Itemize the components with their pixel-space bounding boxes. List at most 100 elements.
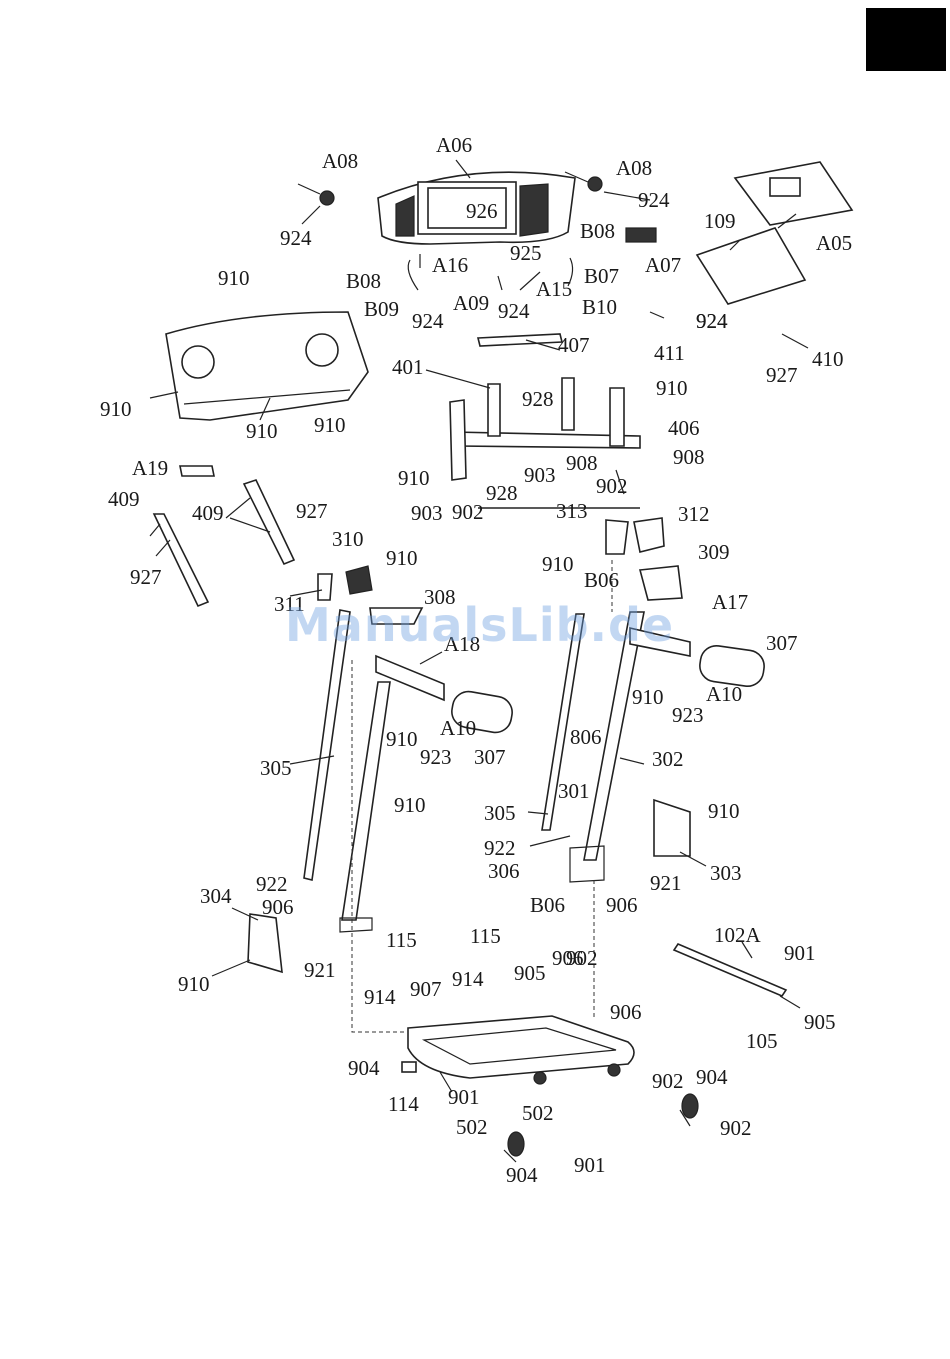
speaker-right (564, 171, 603, 192)
part-number-label: 806 (570, 725, 602, 749)
part-number-label: 910 (708, 799, 740, 823)
part-number-label: A18 (444, 632, 480, 656)
part-number-label: A08 (616, 156, 652, 180)
part-number-label: 902 (596, 474, 628, 498)
part-number-label: B06 (584, 568, 619, 592)
part-number-label: 924 (498, 299, 530, 323)
part-number-label: 102A (714, 923, 762, 947)
wheel-right (681, 1093, 699, 1119)
part-number-label: A08 (322, 149, 358, 173)
part-number-label: 114 (388, 1092, 419, 1116)
part-number-label: 923 (672, 703, 704, 727)
part-number-label: 902 (720, 1116, 752, 1140)
part-number-label: 309 (698, 540, 730, 564)
part-number-label: 910 (542, 552, 574, 576)
part-number-label: 914 (452, 967, 484, 991)
part-number-label: 906 (552, 946, 584, 970)
part-number-label: A19 (132, 456, 168, 480)
part-number-label: 906 (606, 893, 638, 917)
part-number-label: 905 (514, 961, 546, 985)
part-number-label: A17 (712, 590, 748, 614)
part-number-label: 927 (130, 565, 162, 589)
part-number-label: 914 (364, 985, 396, 1009)
part-number-label: 904 (696, 1065, 728, 1089)
part-number-label: 306 (488, 859, 520, 883)
part-number-label: A09 (453, 291, 489, 315)
part-number-label: 310 (332, 527, 364, 551)
part-number-label: 908 (673, 445, 705, 469)
part-number-label: 928 (486, 481, 518, 505)
part-number-label: 910 (178, 972, 210, 996)
part-number-label: 924 (696, 309, 728, 333)
handlebar-cover (165, 311, 369, 421)
part-number-label: 910 (100, 397, 132, 421)
part-number-label: 921 (650, 871, 682, 895)
part-number-label: B07 (584, 264, 619, 288)
part-number-label: 910 (314, 413, 346, 437)
part-number-label: 924 (696, 309, 728, 333)
part-number-label: B08 (346, 269, 381, 293)
part-number-label: 901 (574, 1153, 606, 1177)
console-housing (377, 171, 576, 291)
part-number-label: 928 (522, 387, 554, 411)
part-number-label: 927 (766, 363, 798, 387)
part-number-label: 409 (192, 501, 224, 525)
part-number-label: 308 (424, 585, 456, 609)
console-board (695, 227, 807, 305)
part-number-label: 901 (784, 941, 816, 965)
console-bracket (476, 333, 564, 347)
part-number-label: A06 (436, 133, 472, 157)
part-number-label: 502 (456, 1115, 488, 1139)
part-number-label: 922 (256, 872, 288, 896)
callout-leaders (149, 159, 809, 1163)
part-number-label: 410 (812, 347, 844, 371)
part-number-label: 906 (262, 895, 294, 919)
part-number-label: 311 (274, 592, 305, 616)
part-number-label: 302 (652, 747, 684, 771)
part-number-label: 903 (524, 463, 556, 487)
rear-axle (672, 943, 788, 997)
safety-key (625, 227, 657, 243)
part-number-label: 903 (411, 501, 443, 525)
part-number-label: 313 (556, 499, 588, 523)
part-number-label: 303 (710, 861, 742, 885)
part-number-label: 904 (506, 1163, 538, 1187)
right-upright (541, 517, 765, 883)
hand-pulse-grips (152, 465, 296, 608)
part-number-label: 910 (218, 266, 250, 290)
part-number-label: B09 (364, 297, 399, 321)
part-number-label: 409 (108, 487, 140, 511)
part-number-label: 502 (522, 1101, 554, 1125)
part-number-label: 925 (510, 241, 542, 265)
part-number-label: 406 (668, 416, 700, 440)
part-number-label: 910 (246, 419, 278, 443)
part-number-label: 305 (484, 801, 516, 825)
part-number-label: B06 (530, 893, 565, 917)
part-number-label: 304 (200, 884, 232, 908)
part-number-label: 927 (296, 499, 328, 523)
part-number-label: 901 (448, 1085, 480, 1109)
part-number-label: 926 (466, 199, 498, 223)
part-number-label: 908 (566, 451, 598, 475)
base-frame (407, 1015, 635, 1085)
section-tab-marker (866, 8, 946, 71)
part-number-label: A15 (536, 277, 572, 301)
assembly-guide-lines (351, 560, 613, 1033)
part-number-label: A10 (706, 682, 742, 706)
part-number-label: 910 (386, 546, 418, 570)
part-number-label: 905 (804, 1010, 836, 1034)
part-number-label: 922 (484, 836, 516, 860)
console-support-frame (449, 377, 641, 509)
part-number-label: 924 (280, 226, 312, 250)
left-upright (247, 565, 513, 974)
part-number-label: 407 (558, 333, 590, 357)
part-number-label: 921 (304, 958, 336, 982)
part-number-label: 401 (392, 355, 424, 379)
part-number-label: 305 (260, 756, 292, 780)
part-number-label: 307 (766, 631, 798, 655)
wheel-left (507, 1131, 525, 1157)
part-number-label: 301 (558, 779, 590, 803)
part-number-label: 910 (394, 793, 426, 817)
